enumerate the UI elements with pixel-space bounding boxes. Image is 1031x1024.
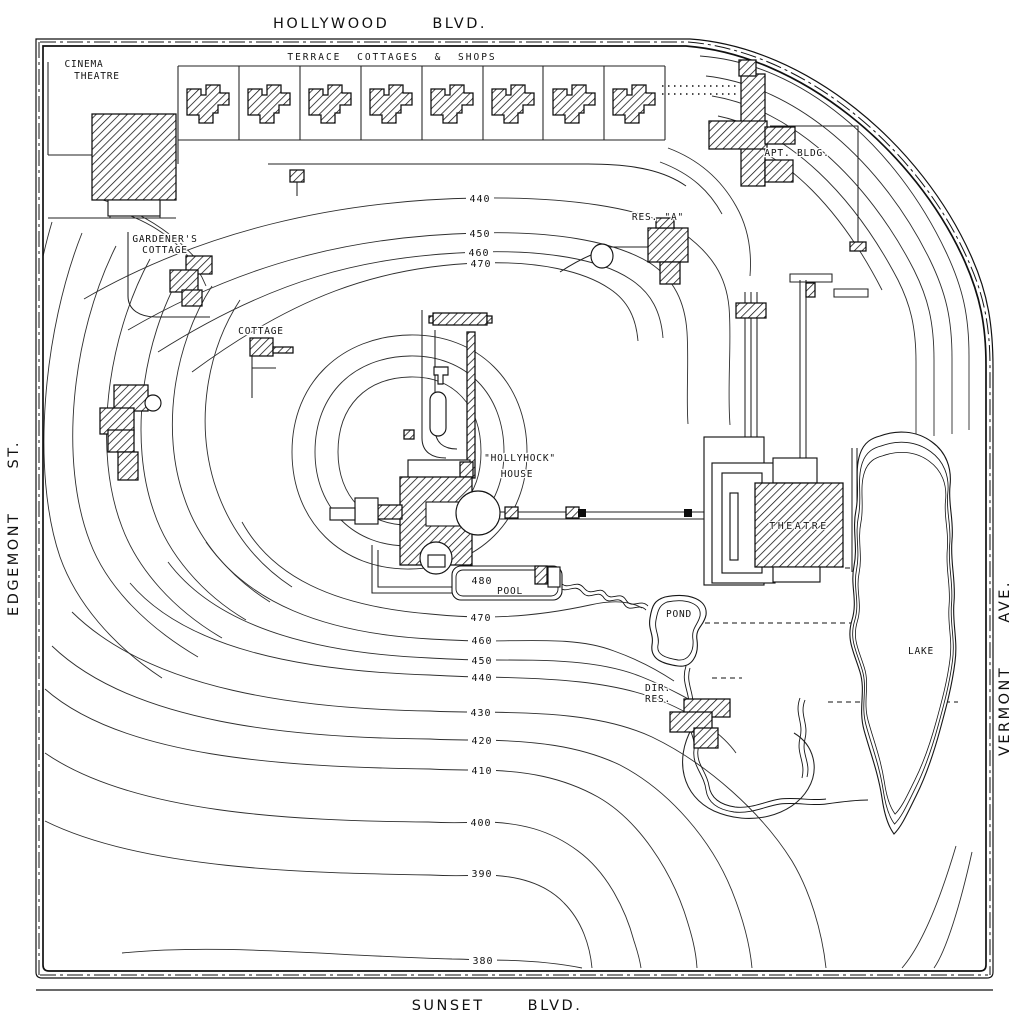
contour-label-south-390: 390: [471, 869, 492, 880]
pergola: [432, 312, 488, 326]
gate-structure: [289, 169, 305, 183]
east-colonnade-wall: [466, 331, 476, 479]
contour-label-480: 480: [471, 576, 492, 587]
contour-labels-south: 470 460 450 440 430 420 410 400 390 380: [467, 611, 497, 968]
dir-res-building: [669, 698, 731, 749]
cinema-theatre-label-2: THEATRE: [74, 71, 120, 82]
pool-label: POOL: [497, 586, 523, 597]
contour-labels-north: 440 450 460 470: [465, 192, 495, 271]
bridge-walk: [500, 511, 712, 520]
water-group: [557, 431, 957, 835]
street-label-edgemont: EDGEMONT ST.: [6, 440, 22, 616]
hollyhock-house-building: [329, 312, 501, 575]
west-building: [99, 384, 162, 481]
contour-label-south-460: 460: [471, 636, 492, 647]
contour-label-north-470: 470: [470, 259, 491, 270]
labels-group: HOLLYWOOD BLVD. SUNSET BLVD. EDGEMONT ST…: [6, 16, 1013, 1014]
pond-label: POND: [666, 609, 692, 620]
street-label-sunset: SUNSET BLVD.: [412, 998, 583, 1014]
gardeners-cottage-label-1: GARDENER'S: [132, 234, 197, 245]
dir-res-label-2: RES.: [645, 694, 671, 705]
stream-pool-to-pond: [559, 581, 649, 607]
gardeners-cottage-label-2: COTTAGE: [142, 245, 188, 256]
terrace-row-label: TERRACE COTTAGES & SHOPS: [287, 52, 496, 63]
court-planting: [429, 391, 447, 437]
res-a-turnaround: [590, 243, 614, 269]
dir-res-label-1: DIR.: [645, 683, 671, 694]
contour-label-south-420: 420: [471, 736, 492, 747]
res-a-building: [647, 217, 689, 285]
contour-label-south-430: 430: [470, 708, 491, 719]
theatre-building: [703, 282, 844, 586]
pool-area: [371, 545, 563, 601]
cinema-theatre-label-1: CINEMA: [64, 59, 103, 70]
buildings-group: [91, 59, 867, 749]
contour-label-north-460: 460: [468, 248, 489, 259]
exedra: [455, 490, 501, 536]
apt-bldg-boundary: [770, 125, 859, 246]
street-label-hollywood: HOLLYWOOD BLVD.: [273, 16, 487, 32]
cinema-theatre-building: [91, 113, 177, 201]
contour-label-south-440: 440: [471, 673, 492, 684]
contour-label-north-450: 450: [469, 229, 490, 240]
res-a-label: RES. "A": [632, 212, 684, 223]
hollyhock-house-label-1: "HOLLYHOCK": [484, 453, 556, 464]
apt-bldg-building: [708, 59, 867, 252]
cottage-building: [249, 337, 294, 357]
contour-label-north-440: 440: [469, 194, 490, 205]
hollyhock-house-label-2: HOUSE: [501, 469, 534, 480]
theatre-label: THEATRE: [769, 521, 829, 532]
contour-label-south-410: 410: [471, 766, 492, 777]
theatre-auditorium: [754, 482, 844, 568]
terrace-cottage-buildings: [186, 84, 656, 124]
pond-water: [649, 595, 707, 667]
ravine-squiggle: [797, 697, 804, 779]
lake-water: [849, 431, 957, 835]
gardeners-cottage-building: [169, 255, 213, 307]
courtyard: [425, 501, 461, 527]
street-label-vermont: VERMONT AVE.: [997, 580, 1013, 756]
apt-bldg-label: APT. BLDG.: [764, 148, 829, 159]
terrace-lots-group: [177, 65, 666, 196]
lake-label: LAKE: [908, 646, 934, 657]
motor-court-wall: [421, 310, 447, 459]
contour-label-south-400: 400: [470, 818, 491, 829]
contour-label-south-380: 380: [472, 956, 493, 967]
contour-label-south-450: 450: [471, 656, 492, 667]
border-group: [35, 38, 994, 991]
contour-label-south-470: 470: [470, 613, 491, 624]
cottage-label: COTTAGE: [238, 326, 284, 337]
